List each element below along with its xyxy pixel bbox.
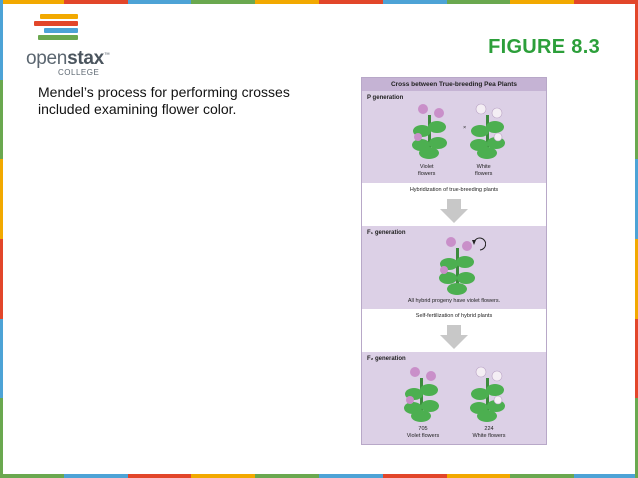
f1-generation-panel: F₁ generation All hybrid progeny have vi… — [362, 226, 546, 309]
hybridization-step: Hybridization of true-breeding plants — [362, 183, 546, 226]
p-generation-panel: P generation × Violet flowers White flow… — [362, 91, 546, 183]
logo-stripe — [38, 35, 78, 40]
cross-symbol: × — [463, 125, 467, 131]
down-arrow-icon — [440, 199, 468, 223]
right-color-bar — [635, 0, 638, 478]
logo-college: COLLEGE — [58, 68, 100, 77]
f2-white-count: 224 — [484, 426, 494, 432]
top-color-bar — [0, 0, 638, 4]
logo-wordmark: openstax™ — [26, 48, 110, 69]
f2-violet-label: Violet flowers — [406, 433, 440, 439]
self-fertilization-label: Self-fertilization of hybrid plants — [415, 313, 493, 319]
violet-flowers-label: Violet flowers — [418, 164, 436, 177]
logo-stripe — [34, 21, 78, 26]
f2-generation-panel: F₂ generation 705 Violet flowers 224 Whi… — [362, 352, 546, 444]
f1-note: All hybrid progeny have violet flowers. — [407, 298, 501, 304]
f2-violet-count: 705 — [418, 426, 428, 432]
bottom-color-bar — [0, 474, 638, 478]
violet-plant-illustration — [412, 104, 447, 159]
figure-heading: Cross between True-breeding Pea Plants — [362, 78, 546, 91]
f1-plant-illustration — [439, 237, 486, 295]
pea-cross-figure: Cross between True-breeding Pea Plants P… — [361, 77, 547, 445]
down-arrow-icon — [440, 325, 468, 349]
f2-generation-label: F₂ generation — [367, 356, 406, 362]
figure-title: FIGURE 8.3 — [488, 36, 600, 58]
hybridization-label: Hybridization of true-breeding plants — [409, 187, 499, 193]
f2-white-label: White flowers — [472, 433, 506, 439]
logo-stripe — [44, 28, 78, 33]
f1-generation-label: F₁ generation — [367, 230, 406, 236]
logo-stripe — [40, 14, 78, 19]
white-plant-illustration — [470, 103, 505, 159]
f2-violet-plant-illustration — [404, 367, 439, 422]
slide-caption: Mendel’s process for performing crosses … — [38, 84, 290, 117]
f2-white-plant-illustration — [470, 366, 505, 422]
p-generation-label: P generation — [367, 95, 404, 101]
white-flowers-label: White flowers — [475, 164, 493, 177]
left-color-bar — [0, 0, 3, 478]
self-fertilization-step: Self-fertilization of hybrid plants — [362, 309, 546, 352]
openstax-logo: openstax™ COLLEGE — [26, 14, 110, 77]
